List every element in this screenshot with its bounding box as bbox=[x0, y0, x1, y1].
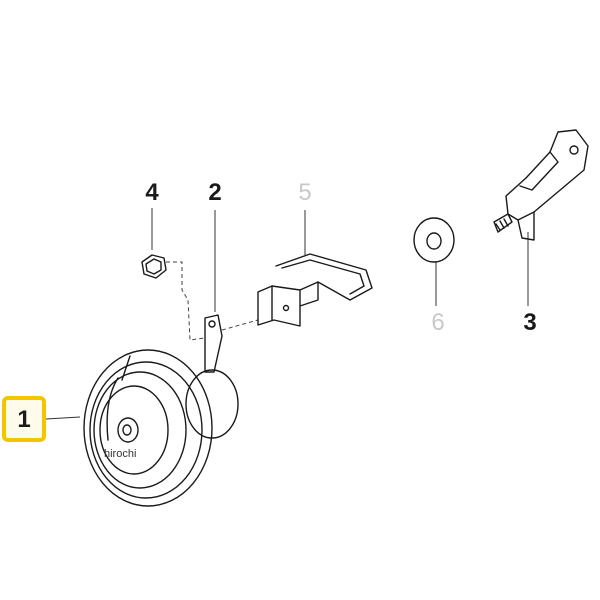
callout-1-label: 1 bbox=[17, 406, 30, 433]
callout-4-label[interactable]: 4 bbox=[145, 179, 159, 206]
callout-5-label[interactable]: 5 bbox=[298, 179, 311, 206]
callout-2-label[interactable]: 2 bbox=[208, 179, 221, 206]
part-mounting-strap[interactable] bbox=[204, 314, 223, 373]
assembly-line-nut bbox=[166, 261, 206, 341]
part-nut[interactable] bbox=[141, 254, 167, 279]
callout-1[interactable]: 1 bbox=[2, 396, 46, 442]
part-horn[interactable] bbox=[83, 349, 239, 507]
part-washer[interactable] bbox=[413, 217, 455, 263]
watermark-text: hirochi bbox=[104, 448, 136, 460]
callout-6-label[interactable]: 6 bbox=[431, 309, 444, 336]
part-bracket[interactable] bbox=[257, 253, 373, 327]
leader-line-1 bbox=[45, 416, 81, 420]
assembly-line-strap bbox=[221, 319, 259, 331]
callout-3-label[interactable]: 3 bbox=[523, 309, 536, 336]
callout-1-highlight-box bbox=[2, 396, 46, 442]
part-stud-bracket[interactable] bbox=[493, 129, 589, 241]
